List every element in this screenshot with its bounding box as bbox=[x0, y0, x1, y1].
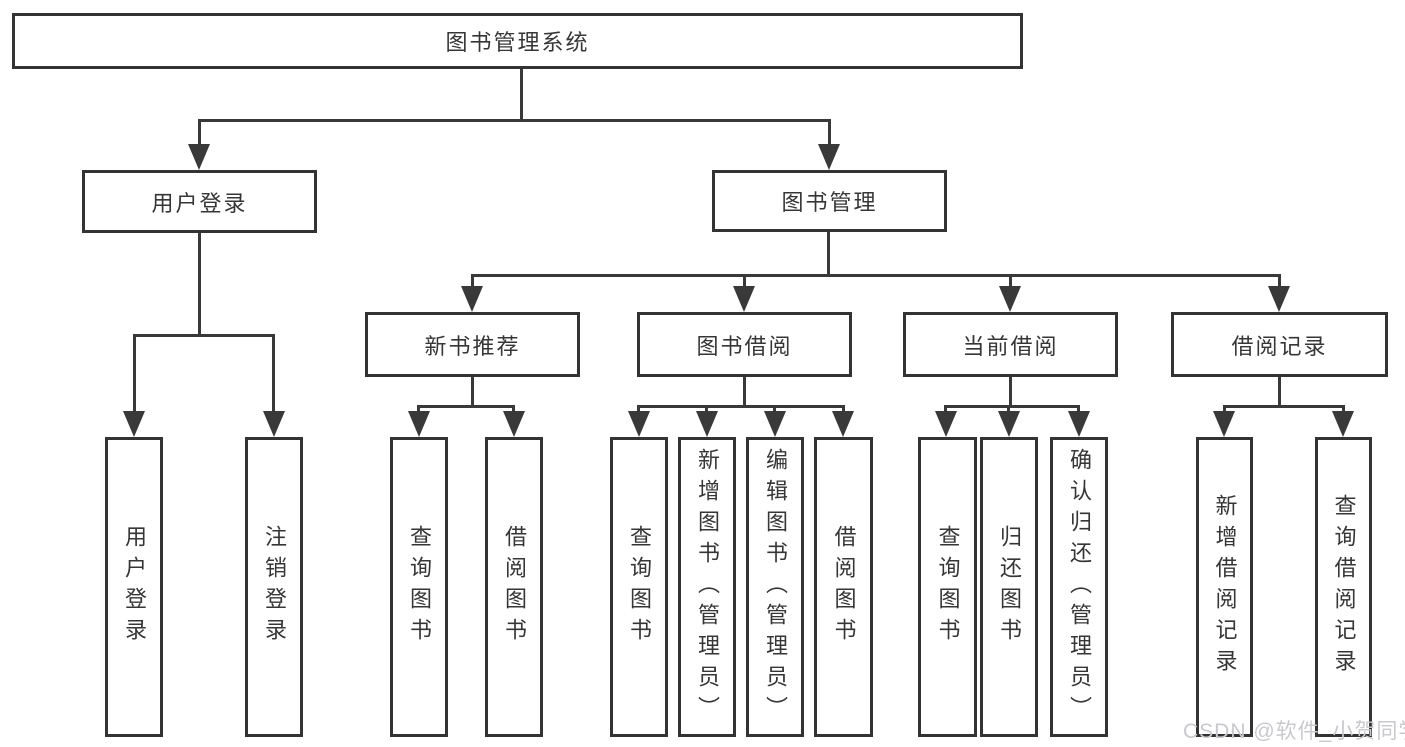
connector-borrow-record-trunk bbox=[1278, 375, 1281, 407]
node-bb-borrow-book-label: 借阅图书 bbox=[831, 525, 857, 649]
node-br-add-record-label: 新增借阅记录 bbox=[1212, 494, 1238, 680]
node-ul-logout-label: 注销登录 bbox=[262, 525, 287, 649]
node-nbr-borrow-book: 借阅图书 bbox=[485, 437, 543, 737]
connector-stem-cb-return bbox=[1007, 405, 1010, 414]
arrow-into-bb-query bbox=[628, 411, 650, 437]
csdn-watermark: CSDN @软件_小贺同学 bbox=[1183, 720, 1405, 743]
connector-new-book-rec-horizontal bbox=[417, 405, 515, 408]
node-br-query-record-label: 查询借阅记录 bbox=[1331, 494, 1357, 680]
arrow-into-br-add bbox=[1213, 411, 1235, 437]
connector-stem-bb-edit bbox=[773, 405, 776, 414]
node-ul-user-login-label: 用户登录 bbox=[122, 525, 147, 649]
connector-current-borrow-horizontal bbox=[944, 405, 1080, 408]
connector-stem-ul-logout bbox=[272, 334, 275, 414]
node-cb-query-book: 查询图书 bbox=[918, 437, 977, 737]
arrow-into-nbr-borrow bbox=[503, 411, 525, 437]
connector-stem-cb-confirm bbox=[1077, 405, 1080, 414]
node-bb-add-book-label: 新增图书（管理员） bbox=[695, 447, 720, 727]
node-user-login: 用户登录 bbox=[82, 170, 317, 233]
connector-stem-new-book-rec bbox=[471, 274, 474, 290]
arrow-into-br-query bbox=[1332, 411, 1354, 437]
connector-borrow-record-horizontal bbox=[1223, 405, 1345, 408]
arrow-into-book-mgmt bbox=[818, 144, 840, 170]
node-bb-query-book: 查询图书 bbox=[610, 437, 668, 737]
connector-level2-horizontal bbox=[198, 119, 831, 122]
connector-stem-nbr-query bbox=[417, 405, 420, 414]
connector-stem-book-borrow bbox=[743, 274, 746, 290]
arrow-into-cb-query bbox=[935, 411, 957, 437]
node-book-mgmt-label: 图书管理 bbox=[781, 190, 878, 215]
node-user-login-label: 用户登录 bbox=[151, 190, 248, 216]
node-current-borrow-label: 当前借阅 bbox=[962, 333, 1059, 359]
arrow-into-bb-edit bbox=[764, 411, 786, 437]
node-bb-add-book: 新增图书（管理员） bbox=[678, 437, 736, 737]
node-ul-logout: 注销登录 bbox=[245, 437, 303, 737]
connector-stem-bb-query bbox=[637, 405, 640, 414]
arrow-into-new-book-rec bbox=[461, 286, 483, 312]
node-cb-confirm-return: 确认归还（管理员） bbox=[1050, 437, 1108, 737]
node-borrow-record-label: 借阅记录 bbox=[1231, 333, 1328, 359]
arrow-into-bb-borrow bbox=[832, 411, 854, 437]
node-nbr-query-book: 查询图书 bbox=[390, 437, 448, 737]
connector-stem-user-login bbox=[198, 119, 201, 148]
connector-stem-current-borrow bbox=[1009, 274, 1012, 290]
connector-stem-book-mgmt bbox=[828, 119, 831, 148]
arrow-into-nbr-query bbox=[408, 411, 430, 437]
node-ul-user-login: 用户登录 bbox=[105, 437, 163, 737]
arrow-into-cb-return bbox=[998, 411, 1020, 437]
arrow-into-cb-confirm bbox=[1068, 411, 1090, 437]
connector-stem-bb-add bbox=[705, 405, 708, 414]
node-bb-edit-book-label: 编辑图书（管理员） bbox=[763, 447, 788, 727]
connector-stem-ul-login bbox=[133, 334, 136, 414]
arrow-into-bb-add bbox=[696, 411, 718, 437]
arrow-into-book-borrow bbox=[733, 286, 755, 312]
connector-stem-br-add bbox=[1223, 405, 1226, 414]
node-book-borrow: 图书借阅 bbox=[637, 312, 852, 377]
connector-stem-nbr-borrow bbox=[512, 405, 515, 414]
node-new-book-rec: 新书推荐 bbox=[365, 312, 580, 377]
node-nbr-query-book-label: 查询图书 bbox=[407, 525, 432, 649]
arrow-into-borrow-record bbox=[1268, 286, 1290, 312]
node-br-query-record: 查询借阅记录 bbox=[1315, 437, 1372, 737]
arrow-into-ul-logout bbox=[263, 411, 285, 437]
connector-current-borrow-trunk bbox=[1009, 375, 1012, 407]
node-cb-query-book-label: 查询图书 bbox=[935, 525, 961, 649]
arrow-into-user-login bbox=[188, 144, 210, 170]
connector-level3-horizontal bbox=[471, 274, 1281, 277]
connector-new-book-rec-trunk bbox=[471, 375, 474, 407]
node-bb-edit-book: 编辑图书（管理员） bbox=[746, 437, 804, 737]
node-cb-confirm-return-label: 确认归还（管理员） bbox=[1067, 447, 1092, 727]
connector-book-borrow-trunk bbox=[743, 375, 746, 407]
node-cb-return-book: 归还图书 bbox=[980, 437, 1038, 737]
node-bb-query-book-label: 查询图书 bbox=[627, 525, 652, 649]
node-book-borrow-label: 图书借阅 bbox=[696, 333, 793, 359]
connector-stem-borrow-record bbox=[1278, 274, 1281, 290]
connector-user-login-trunk bbox=[198, 230, 201, 336]
node-current-borrow: 当前借阅 bbox=[903, 312, 1118, 377]
node-root: 图书管理系统 bbox=[12, 13, 1023, 69]
node-nbr-borrow-book-label: 借阅图书 bbox=[502, 525, 527, 649]
node-book-mgmt: 图书管理 bbox=[712, 170, 947, 232]
connector-root-trunk bbox=[520, 67, 523, 122]
connector-stem-cb-query bbox=[944, 405, 947, 414]
connector-stem-br-query bbox=[1342, 405, 1345, 414]
node-root-label: 图书管理系统 bbox=[445, 30, 590, 55]
connector-stem-bb-borrow bbox=[842, 405, 845, 414]
node-borrow-record: 借阅记录 bbox=[1171, 312, 1388, 377]
node-cb-return-book-label: 归还图书 bbox=[997, 525, 1022, 649]
arrow-into-current-borrow bbox=[999, 286, 1021, 312]
node-bb-borrow-book: 借阅图书 bbox=[814, 437, 873, 737]
node-new-book-rec-label: 新书推荐 bbox=[424, 333, 521, 359]
arrow-into-ul-login bbox=[123, 411, 145, 437]
node-br-add-record: 新增借阅记录 bbox=[1196, 437, 1253, 737]
connector-book-mgmt-trunk bbox=[827, 230, 830, 277]
connector-user-login-horizontal bbox=[133, 334, 275, 337]
connector-book-borrow-horizontal bbox=[637, 405, 845, 408]
